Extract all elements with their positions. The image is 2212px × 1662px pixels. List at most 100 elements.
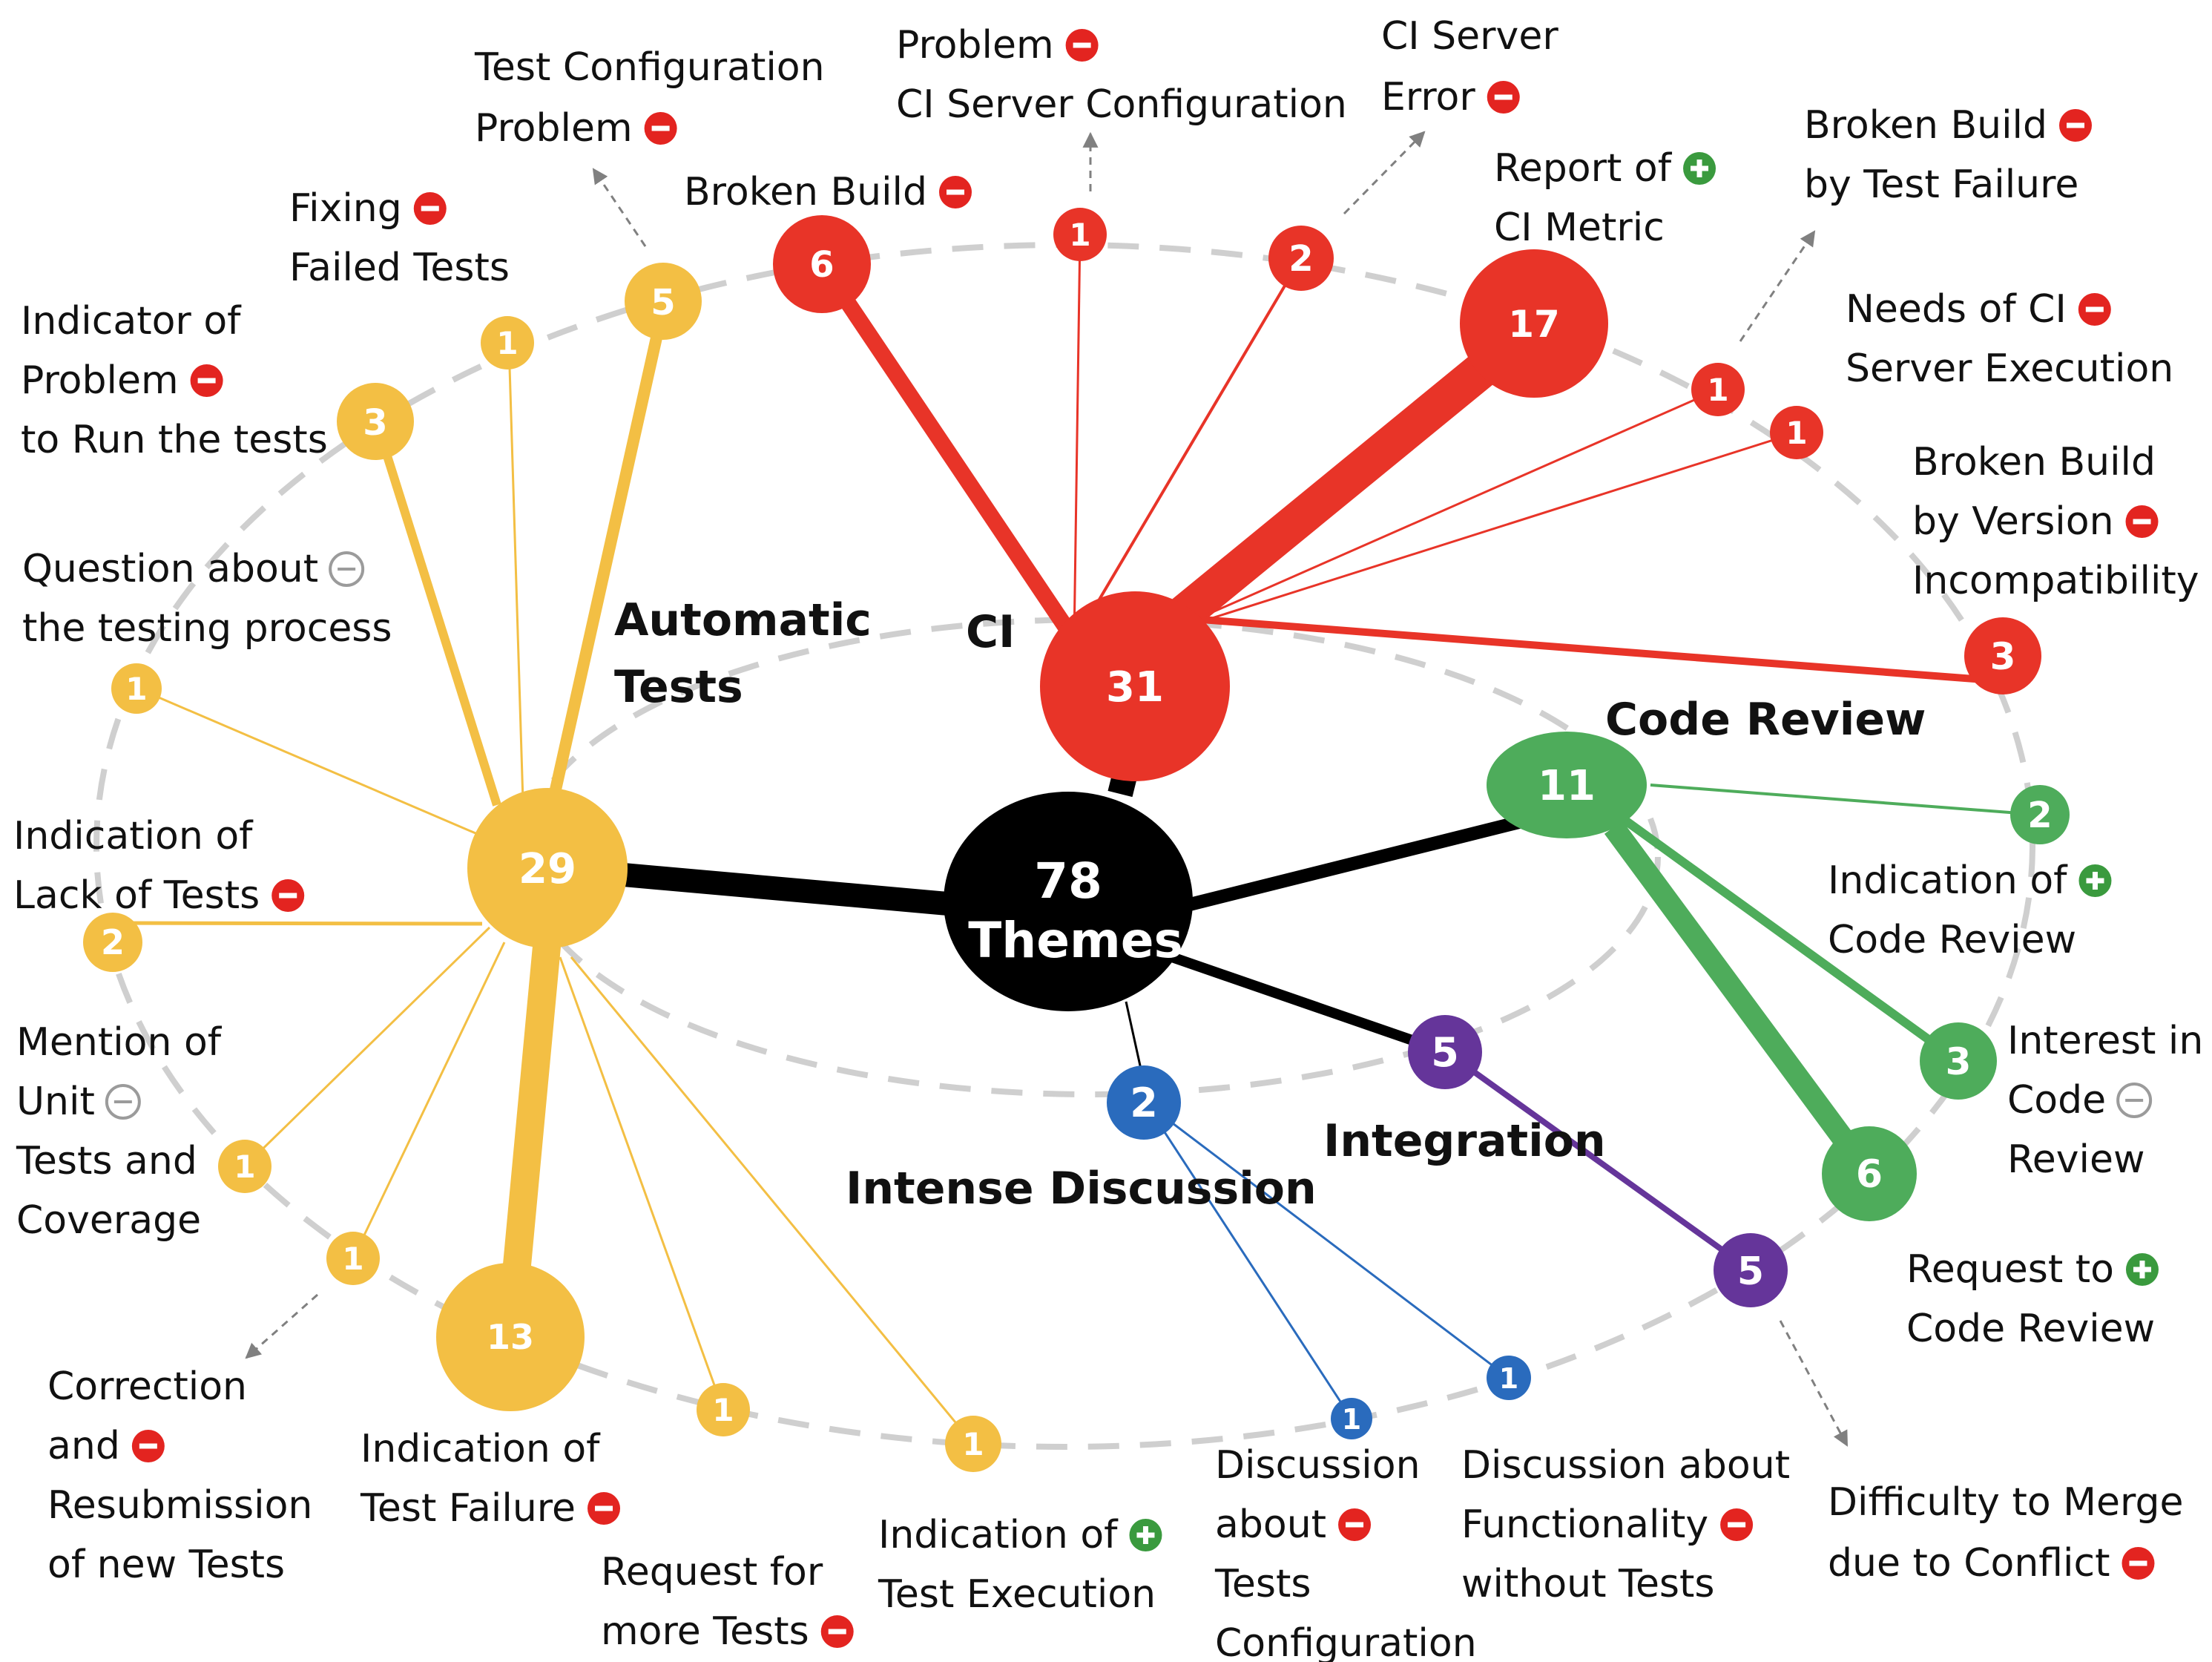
edge-root-review xyxy=(1170,813,1530,916)
neutral-minus-icon xyxy=(329,551,365,587)
theme-label-line: without Tests xyxy=(1461,1562,1715,1606)
label-tests-lack: Indication of Lack of Tests xyxy=(13,814,305,918)
edge-discussion-functionality xyxy=(1145,1101,1510,1379)
theme-count: 2 xyxy=(1288,238,1313,280)
theme-node-rev-indication[interactable]: 2 xyxy=(2010,785,2070,844)
theme-label-line: Review xyxy=(2007,1137,2145,1182)
theme-node-tests-failure[interactable]: 13 xyxy=(436,1263,585,1411)
pointer-arrows xyxy=(245,131,1849,1447)
theme-node-tests-correction[interactable]: 1 xyxy=(326,1232,380,1285)
edge-discussion-config xyxy=(1144,1102,1353,1419)
theme-label-line: by Test Failure xyxy=(1804,162,2078,207)
theme-label-line: due to Conflict xyxy=(1828,1541,2110,1586)
theme-label-line: to Run the tests xyxy=(21,418,328,462)
root-node[interactable]: 78 Themes xyxy=(944,792,1193,1011)
theme-label-line: Coverage xyxy=(16,1198,201,1243)
theme-circle xyxy=(1964,617,2041,694)
theme-label-line: Lack of Tests xyxy=(13,873,260,918)
theme-label-line: Correction xyxy=(47,1364,247,1409)
theme-node-tests-lack[interactable]: 2 xyxy=(83,913,142,972)
root-label: Themes xyxy=(968,912,1183,969)
minus-icon xyxy=(644,112,677,145)
theme-label-line: Tests xyxy=(1214,1562,1311,1606)
category-node-discussion[interactable]: 2 xyxy=(1107,1065,1181,1140)
nodes: 78 Themes 31 29 11 5 2 6 xyxy=(83,208,2070,1472)
theme-label-line: Broken Build xyxy=(1804,103,2047,148)
edge-ci-server-error xyxy=(1074,257,1303,641)
theme-label-line: Test Failure xyxy=(360,1486,576,1531)
arrow-ci-broken-test-failure xyxy=(1739,230,1816,342)
theme-node-tests-request[interactable]: 1 xyxy=(697,1383,750,1436)
theme-labels: Broken Build Problem CI Server Configurat… xyxy=(13,14,2203,1662)
theme-label-line: Code Review xyxy=(1906,1307,2155,1351)
category-node-review[interactable]: 11 xyxy=(1487,732,1647,838)
theme-node-tests-fixing[interactable]: 1 xyxy=(481,316,534,369)
tests-label-line1: Automatic xyxy=(614,594,872,646)
theme-label-line: Problem xyxy=(896,23,1054,68)
theme-label-line: Interest in xyxy=(2007,1019,2203,1063)
theme-label-line: Indicator of xyxy=(21,299,242,344)
arrow-tests-config xyxy=(592,168,647,247)
theme-label-line: Mention of xyxy=(16,1020,223,1065)
theme-label-line: and xyxy=(47,1424,120,1468)
theme-node-ci-server-error[interactable]: 2 xyxy=(1268,226,1334,291)
theme-circle xyxy=(337,383,414,460)
theme-node-ci-broken-build[interactable]: 6 xyxy=(773,215,871,313)
theme-node-ci-needs-execution[interactable]: 1 xyxy=(1770,406,1823,459)
theme-node-tests-unit[interactable]: 1 xyxy=(218,1140,271,1193)
edge-ci-report-metric xyxy=(1160,341,1510,638)
theme-node-tests-execution[interactable]: 1 xyxy=(945,1416,1001,1472)
integration-label: Integration xyxy=(1323,1115,1606,1167)
edge-tests-failure xyxy=(498,937,562,1322)
theme-node-ci-report-metric[interactable]: 17 xyxy=(1460,249,1608,398)
theme-label-line: Error xyxy=(1381,75,1475,119)
minus-icon xyxy=(2078,293,2111,326)
theme-node-ci-broken-test-failure[interactable]: 1 xyxy=(1691,363,1745,416)
edge-ci-broken-version xyxy=(1201,616,2004,685)
edges xyxy=(111,234,2039,1445)
theme-count: 1 xyxy=(1069,217,1090,253)
edge-ci-needs-execution xyxy=(1195,431,1797,625)
theme-count: 6 xyxy=(1856,1152,1883,1197)
theme-node-tests-config[interactable]: 5 xyxy=(625,263,702,340)
edge-tests-request xyxy=(559,956,725,1410)
ci-circle xyxy=(1040,591,1230,781)
theme-node-int-merge[interactable]: 5 xyxy=(1714,1233,1788,1307)
category-node-ci[interactable]: 31 xyxy=(1040,591,1230,781)
theme-circle xyxy=(1053,208,1107,261)
theme-node-tests-problem-run[interactable]: 3 xyxy=(337,383,414,460)
theme-node-disc-functionality[interactable]: 1 xyxy=(1487,1356,1531,1400)
theme-node-disc-config[interactable]: 1 xyxy=(1331,1398,1372,1439)
category-node-tests[interactable]: 29 xyxy=(467,788,628,948)
theme-count: 2 xyxy=(101,922,125,962)
theme-label-line: Resubmission xyxy=(47,1483,312,1528)
theme-count: 6 xyxy=(809,244,834,286)
neutral-minus-icon xyxy=(105,1084,141,1120)
theme-label-line: CI Metric xyxy=(1494,206,1665,250)
theme-node-tests-question[interactable]: 1 xyxy=(111,663,162,714)
theme-label-line: Indication of xyxy=(13,814,254,858)
theme-node-ci-server-config[interactable]: 1 xyxy=(1053,208,1107,261)
theme-count: 1 xyxy=(1785,415,1807,451)
theme-circle xyxy=(436,1263,585,1411)
theme-label-line: Question about xyxy=(22,547,318,591)
theme-count: 3 xyxy=(1946,1040,1972,1083)
theme-label-line: Unit xyxy=(16,1080,95,1124)
edge-tests-fixing xyxy=(507,342,524,802)
category-node-integration[interactable]: 5 xyxy=(1408,1015,1482,1089)
theme-node-rev-request[interactable]: 6 xyxy=(1822,1126,1917,1221)
theme-label-line: Indication of xyxy=(878,1513,1119,1557)
theme-label-line: by Version xyxy=(1912,499,2114,544)
edge-review-request xyxy=(1604,821,1880,1183)
ci-label: CI xyxy=(966,606,1015,658)
theme-label-line: Discussion xyxy=(1215,1443,1421,1488)
theme-node-rev-interest[interactable]: 3 xyxy=(1920,1022,1997,1100)
theme-label-line: CI Server Configuration xyxy=(896,82,1347,127)
theme-node-ci-broken-version[interactable]: 3 xyxy=(1964,617,2041,694)
